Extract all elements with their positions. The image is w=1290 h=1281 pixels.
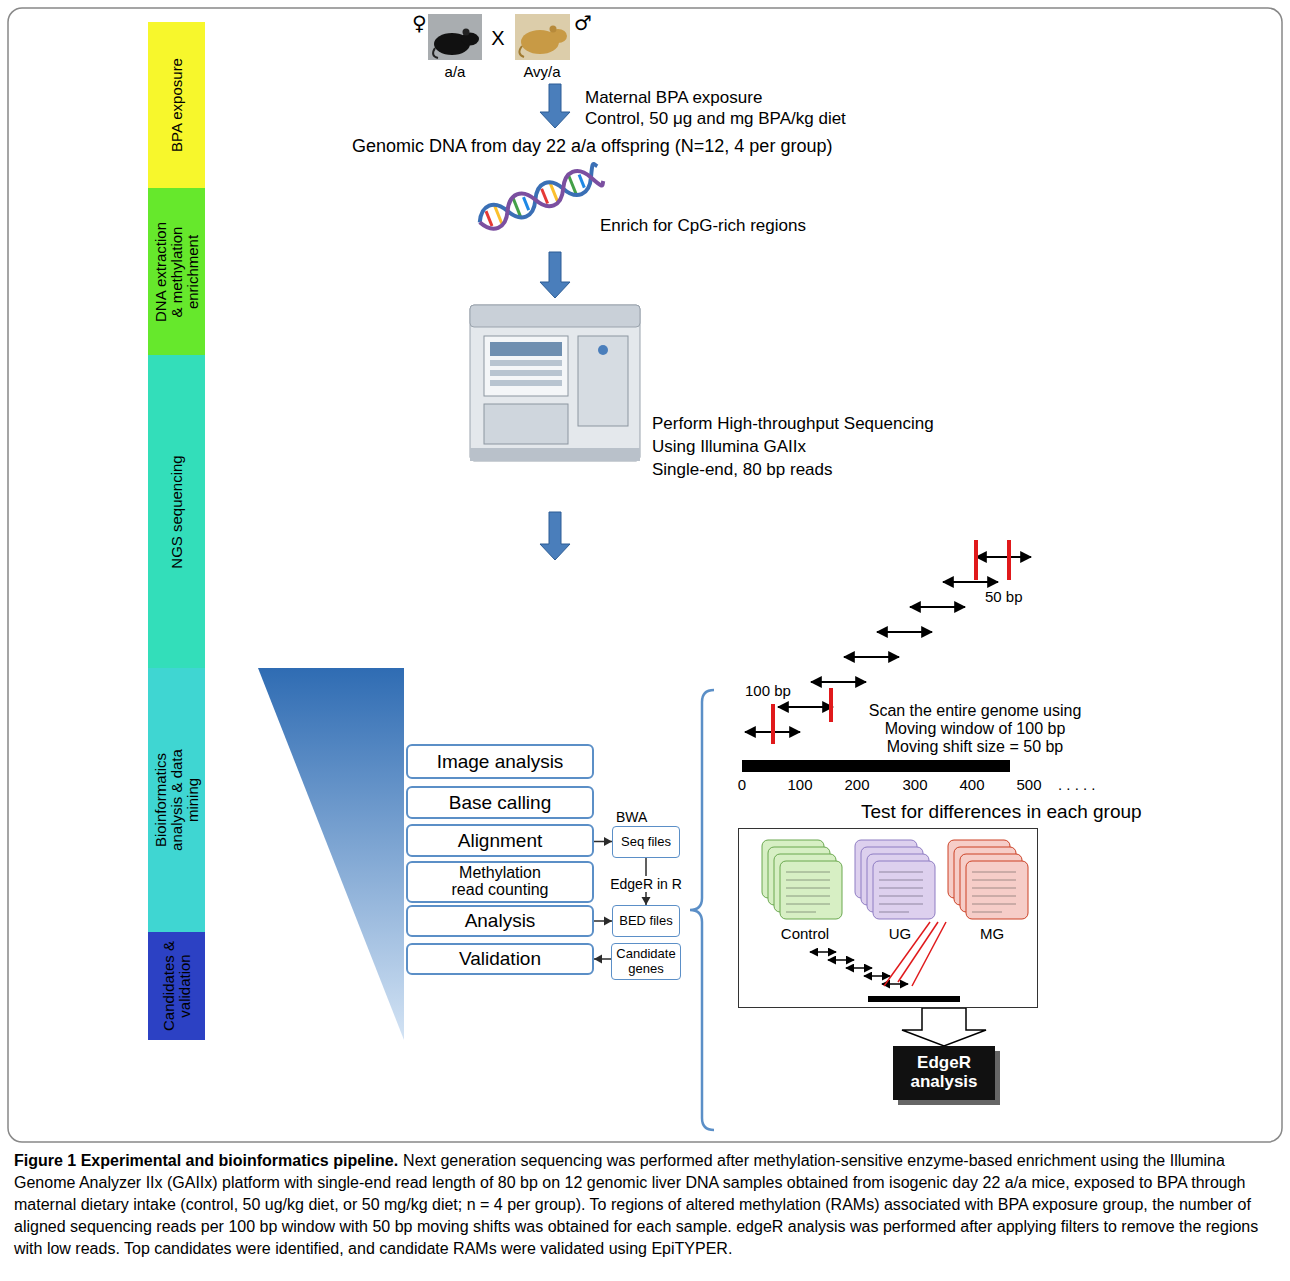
node-label: Seq files (621, 835, 671, 849)
text-label: a/a (445, 63, 466, 80)
text-label: Moving window of 100 bp (885, 720, 1066, 738)
process-box: Base calling (406, 786, 594, 819)
stage-band: NGS sequencing (148, 355, 205, 668)
caption-title: Figure 1 Experimental and bioinformatics… (14, 1152, 398, 1169)
text-label: 500 (1016, 776, 1041, 793)
node-label: Alignment (458, 831, 543, 851)
text-label: ♂ (574, 12, 592, 35)
node-label: Candidate genes (615, 947, 677, 976)
node-label: BED files (619, 914, 672, 928)
node-label: Methylation read counting (445, 865, 555, 899)
node-label: DNA extraction & methylation enrichment (153, 216, 201, 328)
comparison-panel: Test for differences in each group (738, 828, 1038, 1008)
text-label: 100 (787, 776, 812, 793)
node-label: EdgeR analysis (897, 1054, 991, 1091)
text-label: 0 (738, 776, 746, 793)
node-label: Test for differences in each group (861, 801, 1142, 823)
text-label: Single-end, 80 bp reads (652, 460, 833, 480)
arrow-head (642, 897, 651, 905)
node-label: Candidates & validation (161, 938, 193, 1034)
text-label: Moving shift size = 50 bp (887, 738, 1064, 756)
text-label: UG (889, 925, 912, 942)
group-file-stacks (762, 840, 1028, 1002)
stage-band: Bioinformatics analysis & data mining (148, 668, 205, 932)
arrow-head (604, 917, 612, 926)
text-label: Avy/a (523, 63, 560, 80)
curly-bracket (690, 690, 714, 1130)
text-label: Maternal BPA exposure (585, 88, 762, 108)
text-label: MG (980, 925, 1004, 942)
connector-label: EdgeR in R (608, 876, 684, 892)
text-label: Control (781, 925, 829, 942)
moving-window-diagram (742, 540, 1031, 772)
female-mouse-photo (428, 14, 482, 60)
text-label: Perform High-throughput Sequencing (652, 414, 934, 434)
node-label: BPA exposure (169, 30, 185, 180)
text-label: 300 (902, 776, 927, 793)
process-box: Image analysis (406, 744, 594, 779)
connector (902, 1008, 986, 1046)
file-box: BED files (612, 905, 680, 937)
stage-band: BPA exposure (148, 22, 205, 188)
process-box: Alignment (406, 824, 594, 857)
connector-label: BWA (614, 809, 649, 825)
text-label: X (491, 27, 504, 50)
male-mouse-photo (515, 14, 570, 60)
text-label: 100 bp (745, 682, 791, 699)
text-label: Genomic DNA from day 22 a/a offspring (N… (352, 136, 832, 157)
connector (594, 837, 612, 846)
text-label: Scan the entire genome using (869, 702, 1082, 720)
arrow-head (594, 955, 602, 964)
text-label: Enrich for CpG-rich regions (600, 216, 806, 236)
stage-band: DNA extraction & methylation enrichment (148, 188, 205, 355)
node-label: Analysis (465, 911, 536, 931)
text-label: Using Illumina GAIIx (652, 437, 806, 457)
connector (594, 955, 611, 964)
process-box: Validation (406, 943, 594, 975)
text-label: 200 (844, 776, 869, 793)
node-label: Base calling (449, 793, 551, 813)
node-label: NGS sequencing (169, 412, 185, 612)
text-label: ♀ (412, 12, 427, 35)
arrow-head (604, 837, 612, 846)
file-box: Candidate genes (611, 943, 681, 980)
figure-caption: Figure 1 Experimental and bioinformatics… (14, 1150, 1276, 1260)
figure-frame (8, 8, 1282, 1142)
file-box: Seq files (612, 826, 680, 858)
process-box: Methylation read counting (406, 861, 594, 903)
analysis-box: EdgeR analysis (893, 1046, 995, 1100)
text-label: 400 (959, 776, 984, 793)
node-label: Image analysis (437, 752, 564, 772)
block-arrow (902, 1008, 986, 1046)
connector (594, 917, 612, 926)
funnel-shape (258, 668, 404, 1040)
text-label: . . . . . (1058, 776, 1096, 793)
node-label: Validation (459, 949, 541, 969)
process-box: Analysis (406, 905, 594, 937)
sequencer-illustration (470, 305, 640, 461)
node-label: Bioinformatics analysis & data mining (153, 744, 201, 856)
dna-helix (475, 163, 605, 234)
stage-band: Candidates & validation (148, 932, 205, 1040)
text-label: 50 bp (985, 588, 1023, 605)
text-label: Control, 50 μg and mg BPA/kg diet (585, 109, 846, 129)
